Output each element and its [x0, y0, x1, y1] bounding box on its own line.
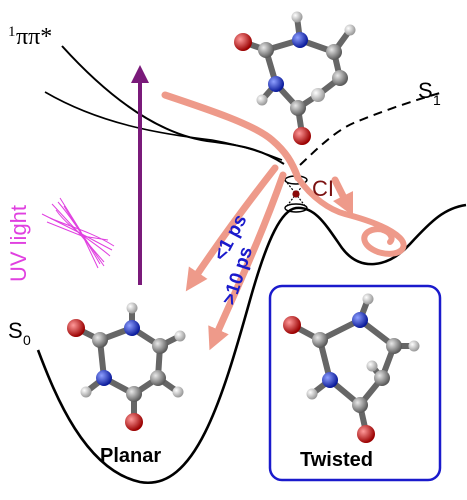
uv-pulse-icon — [41, 197, 115, 269]
svg-text:1: 1 — [433, 92, 441, 108]
relaxation-pathway — [161, 91, 407, 351]
planar-label: Planar — [100, 445, 161, 467]
molecule-twisted — [283, 293, 420, 443]
svg-text:S: S — [8, 318, 23, 343]
state-label-s0: S 0 — [8, 318, 31, 348]
twisted-label: Twisted — [300, 449, 373, 471]
molecule-planar — [67, 302, 186, 431]
state-label-s1: S 1 — [418, 78, 441, 108]
s2-curve — [61, 45, 285, 165]
uv-light-label: UV light — [6, 205, 31, 282]
svg-text:0: 0 — [23, 332, 31, 348]
state-label-pipi: 1 ππ* — [8, 24, 52, 50]
ci-label: CI — [312, 176, 334, 201]
svg-text:1: 1 — [8, 24, 16, 40]
svg-text:ππ*: ππ* — [16, 24, 52, 50]
svg-text:S: S — [418, 78, 433, 103]
s1-curve — [44, 91, 441, 166]
molecule-ci-geometry — [234, 11, 356, 145]
twisted-structure-box — [268, 284, 442, 482]
